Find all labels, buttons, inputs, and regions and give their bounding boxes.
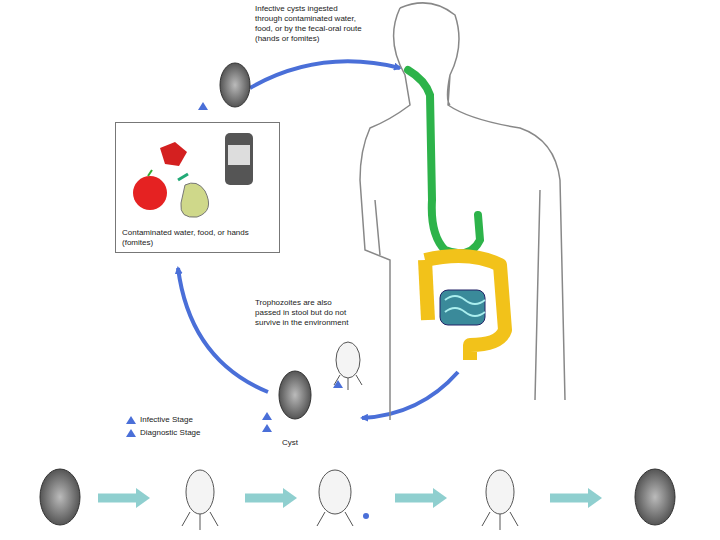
source-box: Contaminated water, food, or hands (fomi… — [115, 122, 280, 253]
note-text: Cyst — [282, 438, 322, 448]
stage-triangle — [126, 428, 136, 438]
note-text: Infective cysts ingested through contami… — [255, 4, 367, 44]
legend-row: Diagnostic Stage — [126, 428, 200, 438]
legend-row: Infective Stage — [126, 415, 193, 425]
legend-text: Diagnostic Stage — [140, 428, 200, 438]
box-caption: Contaminated water, food, or hands (fomi… — [122, 228, 273, 248]
note-text: Trophozoites are also passed in stool bu… — [255, 298, 350, 328]
legend-text: Infective Stage — [140, 415, 193, 425]
stage-triangle — [126, 415, 136, 425]
